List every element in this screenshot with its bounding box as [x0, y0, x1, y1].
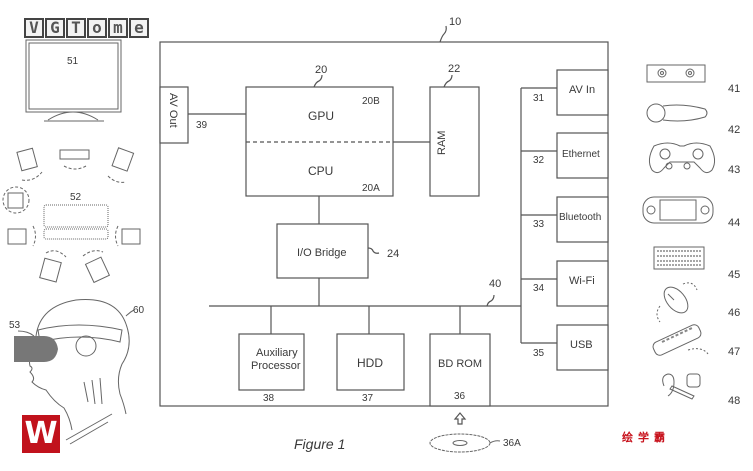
io-bridge-box: [276, 223, 369, 279]
aux-label-line2: Processor: [251, 360, 301, 372]
port-label: Wi-Fi: [569, 275, 595, 287]
hmd-ref-leader: [17, 330, 35, 337]
tv-icon: [25, 39, 122, 122]
hmd-visor: [44, 336, 58, 362]
cpu-ref: 20A: [362, 183, 380, 194]
watermark-letter: o: [87, 18, 107, 38]
gamepad-icon: [648, 142, 716, 174]
w-logo-watermark: W: [22, 415, 60, 453]
bus-ref: 40: [489, 278, 501, 290]
ram-label: RAM: [436, 131, 448, 155]
io-bridge-ref-leader: [367, 247, 380, 254]
peripheral-ref: 44: [728, 217, 740, 229]
port-ref: 31: [533, 93, 545, 104]
ram-ref: 22: [448, 63, 460, 75]
av-out-label: AV Out: [167, 93, 179, 128]
system-ref-leader: [439, 25, 447, 43]
mouse-icon: [656, 282, 698, 323]
watermark-letter: m: [108, 18, 128, 38]
user-hmd-illustration: [29, 299, 130, 445]
port-ethernet: Ethernet 32: [521, 132, 609, 179]
bd-rom-label: BD ROM: [438, 358, 482, 370]
port-label: Ethernet: [562, 149, 600, 160]
port-wifi: Wi-Fi 34: [521, 260, 609, 307]
vgtime-watermark: V G T o m e: [24, 18, 149, 38]
watermark-letter: T: [66, 18, 86, 38]
port-usb: USB 35: [521, 324, 609, 371]
port-ref: 32: [533, 155, 545, 166]
hdd-label: HDD: [357, 356, 383, 370]
aux-ref: 38: [263, 393, 275, 404]
system-ref: 10: [449, 16, 461, 28]
gpu-ref: 20B: [362, 96, 380, 107]
hdd-box: [336, 333, 405, 391]
peripheral-ref: 42: [728, 124, 740, 136]
gpu-label: GPU: [308, 109, 334, 123]
bd-rom-box: [429, 333, 491, 407]
keyboard-icon: [653, 246, 705, 270]
processor-ref-leader: [313, 74, 323, 88]
port-ref: 34: [533, 283, 545, 294]
watermark-letter: G: [45, 18, 65, 38]
peripheral-ref: 41: [728, 83, 740, 95]
port-ref: 35: [533, 348, 545, 359]
port-av-in: AV In 31: [521, 69, 609, 116]
disc-ref-leader: [489, 440, 501, 444]
disc-hole: [452, 440, 468, 446]
peripheral-ref: 45: [728, 269, 740, 281]
ram-box: [429, 86, 480, 197]
motion-controller-icon: [646, 103, 708, 123]
cpu-label: CPU: [308, 164, 333, 178]
port-label: AV In: [569, 84, 595, 96]
av-out-box: [159, 86, 189, 144]
tv-ref: 51: [67, 56, 79, 67]
port-label: Bluetooth: [559, 212, 601, 223]
user-ref: 60: [133, 305, 145, 316]
peripheral-ref: 46: [728, 307, 740, 319]
speakers-ref: 52: [70, 192, 82, 203]
user-ref-leader: [125, 309, 135, 317]
watermark-letter: e: [129, 18, 149, 38]
remote-control-icon: [652, 324, 709, 356]
speaker-layout-icon: [2, 147, 141, 284]
bd-rom-ref: 36: [454, 391, 466, 402]
port-ref: 33: [533, 219, 545, 230]
aux-label-line1: Auxiliary: [256, 347, 298, 359]
bus-ref-leader: [486, 294, 495, 307]
watermark-letter: V: [24, 18, 44, 38]
peripheral-ref: 43: [728, 164, 740, 176]
insert-arrow-icon: [453, 412, 467, 425]
aux-processor-box: [238, 333, 305, 391]
hmd-ref: 53: [9, 320, 21, 331]
hmd-icon: [14, 336, 44, 362]
ram-ref-leader: [443, 74, 453, 88]
av-out-ref: 39: [196, 120, 208, 131]
handheld-console-icon: [642, 196, 714, 224]
peripheral-ref: 47: [728, 346, 740, 358]
io-bridge-label: I/O Bridge: [297, 247, 347, 259]
headset-icon: [662, 373, 701, 400]
peripheral-ref: 48: [728, 395, 740, 407]
processor-ref: 20: [315, 64, 327, 76]
port-label: USB: [570, 339, 593, 351]
port-bluetooth: Bluetooth 33: [521, 196, 609, 243]
figure-caption: Figure 1: [294, 436, 345, 452]
disc-ref: 36A: [503, 438, 521, 449]
camera-icon: [646, 64, 706, 83]
disc-icon: [429, 433, 491, 453]
io-bridge-ref: 24: [387, 248, 399, 260]
hdd-ref: 37: [362, 393, 374, 404]
credit-watermark: 绘学霸: [622, 431, 670, 444]
